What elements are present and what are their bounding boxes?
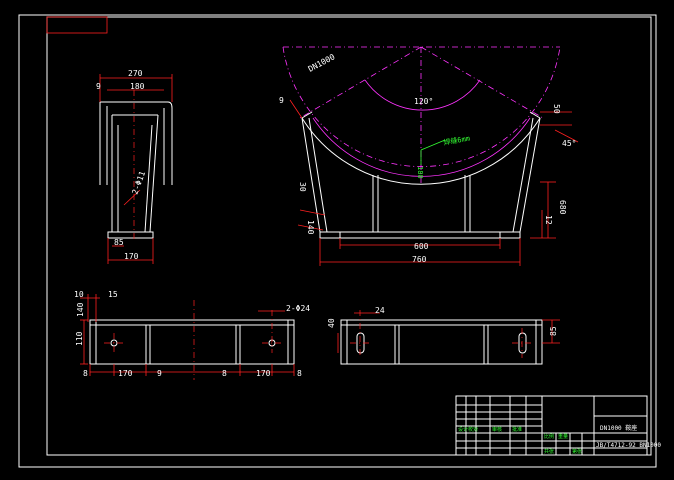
label-170b: 170	[256, 369, 271, 378]
title-block	[455, 395, 648, 456]
label-holes-side: 2-Φ11	[130, 170, 147, 196]
label-140-front: 140	[306, 220, 315, 235]
label-height: 680	[558, 200, 567, 215]
title-cell-8: 第张	[572, 448, 582, 455]
title-cell-7: 共张	[544, 448, 554, 455]
label-width-bottom: 600	[414, 242, 429, 251]
label-85: 85	[114, 238, 124, 247]
front-view	[282, 46, 579, 266]
side-view	[99, 74, 173, 264]
plan-view-right	[337, 310, 560, 365]
label-holes-plan: 2-Φ24	[286, 304, 310, 313]
label-15: 15	[108, 290, 118, 299]
title-cell-6: 重量	[558, 433, 568, 440]
corner-tag-box	[46, 16, 108, 34]
label-8c: 8	[297, 369, 302, 378]
drawing-frame	[46, 16, 652, 456]
label-h12: 12	[544, 215, 553, 225]
label-10: 10	[74, 290, 84, 299]
label-170a: 170	[118, 369, 133, 378]
label-270: 270	[128, 69, 143, 78]
label-85-plan: 85	[549, 326, 558, 336]
label-40: 40	[327, 318, 336, 328]
label-8a: 8	[83, 369, 88, 378]
sheet-border	[18, 14, 657, 468]
label-24: 24	[375, 306, 385, 315]
label-50: 50	[552, 104, 561, 114]
label-30: 30	[298, 182, 307, 192]
label-110: 110	[75, 331, 84, 346]
title-cell-5: 比例	[544, 433, 554, 440]
label-thk: 180	[416, 166, 424, 179]
plan-view-left	[80, 294, 295, 380]
label-170-side: 170	[124, 252, 139, 261]
title-cell-3: 审核	[492, 426, 502, 433]
label-angle: 120°	[414, 97, 433, 106]
label-weld: 焊缝6mm	[443, 133, 471, 146]
label-9-plan: 9	[157, 369, 162, 378]
label-45deg: 45°	[562, 139, 576, 148]
label-140-plan: 140	[76, 302, 85, 317]
title-name: DN1000 鞍座	[600, 424, 637, 432]
label-9-side: 9	[96, 82, 101, 91]
label-8b: 8	[222, 369, 227, 378]
label-dn: DN1000	[307, 52, 337, 74]
title-cell-4: 批准	[512, 426, 522, 433]
title-standard: JB/T4712-92 BN1000	[596, 442, 661, 449]
title-cell-1: 设计	[458, 426, 468, 433]
label-9: 9	[279, 96, 284, 105]
label-180-side: 180	[130, 82, 145, 91]
label-width-total: 760	[412, 255, 427, 264]
title-cell-2: 校对	[468, 426, 478, 433]
